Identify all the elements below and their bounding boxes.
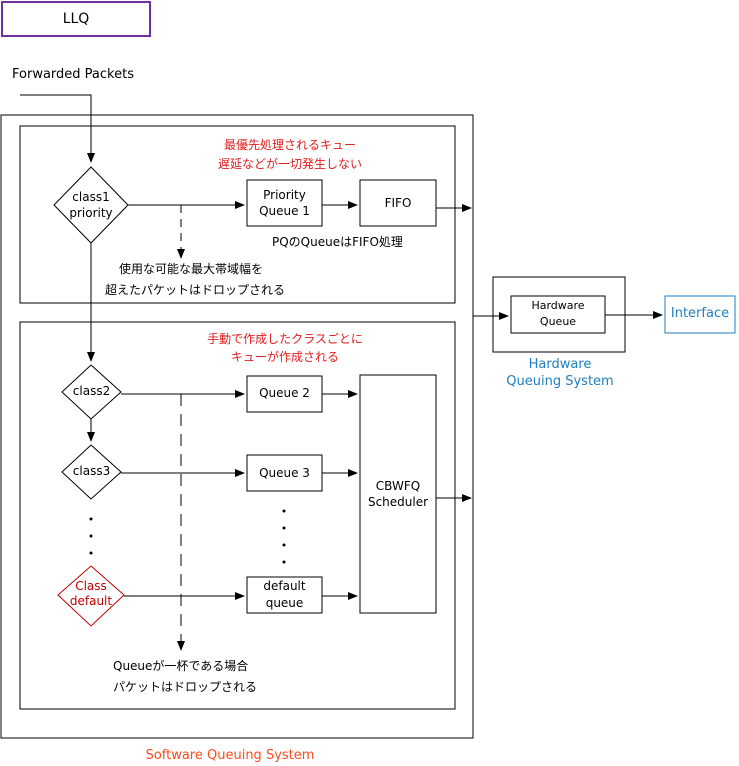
hardware-queue-line1: Hardware [531,299,585,312]
llq-title-box: LLQ [1,1,151,37]
queue-3-label: Queue 3 [259,466,310,480]
scheduler-line1: CBWFQ [375,479,421,493]
input-line [20,94,95,163]
cbwfq-note-line2: キューが作成される [230,350,339,364]
priority-queue-line1: Priority [263,188,306,202]
priority-drop-note-line2: 超えたパケットはドロップされる [105,283,286,297]
cbwfq-drop-note-line2: パケットはドロップされる [113,680,258,694]
class3-diamond [61,444,122,500]
hardware-system-line2: Queuing System [506,374,614,389]
default-queue-box [246,576,323,614]
cbwfq-note-line1: 手動で作成したクラスごとに [207,332,363,346]
priority-drop-note-line1: 使用な可能な最大帯域幅を [119,262,264,276]
fifo-label: FIFO [384,196,412,210]
software-system-label: Software Queuing System [145,748,315,763]
class-default-line2: default [69,594,113,608]
hardware-queue-line2: Queue [539,315,577,328]
fifo-box [359,179,437,227]
class3-label: class3 [72,464,111,478]
cbwfq-drop-note-line1: Queueが一杯である場合 [113,659,249,673]
interface-box [664,295,736,334]
forwarded-packets-label: Forwarded Packets [12,67,134,82]
priority-queue-1-box [246,179,323,227]
class-default-diamond [57,565,125,627]
interface-label: Interface [670,306,730,321]
llq-title: LLQ [62,11,90,27]
default-queue-line1: default [263,579,306,593]
class-default-line1: Class [75,579,107,593]
priority-note-line1: 最優先処理されるキュー [223,138,356,152]
hardware-system-line1: Hardware [528,357,592,372]
queue-ellipsis-dots [282,509,286,564]
class-ellipsis-dots [89,517,93,555]
priority-label: priority [69,206,113,220]
default-queue-line2: queue [265,596,304,610]
hardware-queue-box [510,295,606,334]
priority-note-line2: 遅延などが一切発生しない [217,157,362,171]
class1-label: class1 [72,190,110,204]
pq-fifo-note: PQのQueueはFIFO処理 [272,235,403,249]
scheduler-line2: Scheduler [367,495,429,509]
cbwfq-scheduler-box [359,374,437,614]
queue-2-label: Queue 2 [259,386,310,400]
priority-queue-line2: Queue 1 [259,204,310,218]
class2-label: class2 [72,384,111,398]
priority-section-box [19,125,456,304]
cbwfq-section-box [19,321,456,710]
queue-2-box [246,375,323,413]
